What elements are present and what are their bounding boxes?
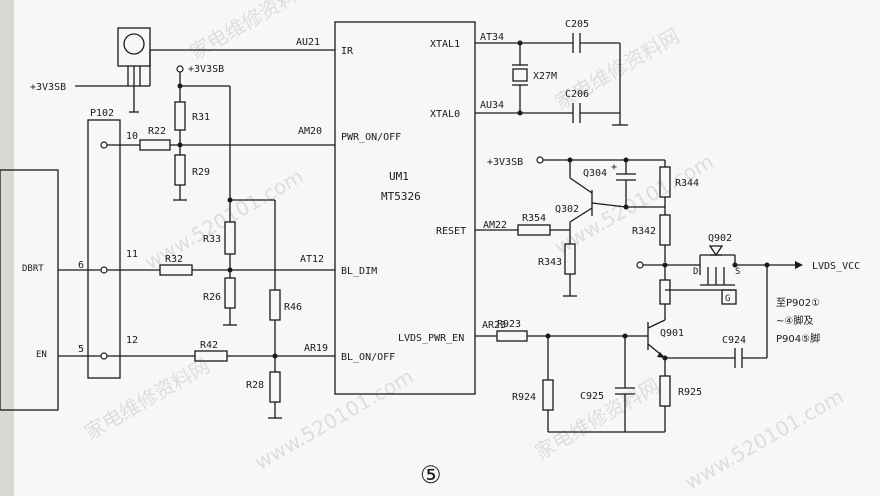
- ic-um1: UM1 MT5326 IR PWR_ON/OFF BL_DIM BL_ON/OF…: [334, 21, 476, 395]
- resistor-r26: [224, 277, 236, 309]
- r32-label: R32: [165, 254, 183, 265]
- ic-ref: UM1: [389, 170, 409, 183]
- net-am22: AM22: [483, 220, 507, 231]
- c-plus: +: [611, 162, 617, 173]
- resistor-r354: [517, 224, 551, 236]
- net-at34: AT34: [480, 32, 504, 43]
- reset-section: +3V3SB + Q304 R344 R342 Q302 AM22 R354 R…: [475, 156, 699, 297]
- ir-receiver: +3V3SB AU21: [30, 27, 335, 113]
- page-shadow: [0, 0, 14, 496]
- watermark-text: www.520101.com: [681, 384, 848, 494]
- resistor-r46: [269, 289, 281, 321]
- watermark-text: 家电维修资料网: [186, 0, 319, 64]
- r42-label: R42: [200, 340, 218, 351]
- source-label: S: [735, 267, 740, 277]
- pin-11-label: 11: [126, 249, 138, 260]
- left-board: DBRT EN: [0, 169, 59, 411]
- crystal-x27m: [512, 68, 528, 82]
- pin-10-label: 10: [126, 131, 138, 142]
- drain-label: D: [693, 267, 698, 277]
- watermark-text: 家电维修资料网: [551, 24, 684, 115]
- note-line-2: ~④脚及: [776, 314, 813, 327]
- connector-ref: P102: [90, 108, 114, 119]
- r343-label: R343: [538, 257, 562, 268]
- pin-reset: RESET: [436, 226, 466, 237]
- r924-label: R924: [512, 392, 536, 403]
- gate-label: G: [725, 294, 730, 304]
- q304-label: Q304: [583, 168, 607, 179]
- watermark-text: www.520101.com: [251, 364, 418, 474]
- net-ar19: AR19: [304, 343, 328, 354]
- resistor-r29: [174, 154, 186, 186]
- q901-driver: AR23 R923 Q901 C924 R924 C925 R925: [475, 319, 767, 433]
- pin-bl-dim: BL_DIM: [341, 266, 377, 277]
- c206-label: C206: [565, 89, 589, 100]
- pin-xtal1: XTAL1: [430, 39, 460, 50]
- resistor-r22: [139, 139, 171, 151]
- lvds-power-switch: D Q902 S LVDS_VCC G: [636, 233, 860, 358]
- r31-label: R31: [192, 112, 210, 123]
- resistor-r28: [269, 371, 281, 403]
- c924-label: C924: [722, 335, 746, 346]
- figure-number: ⑤: [420, 461, 442, 489]
- resistor-r342: [659, 214, 671, 246]
- pin-pwr: PWR_ON/OFF: [341, 132, 401, 143]
- bl-network: R33 R32 R26 AT12 R46 R42 R28 AR19: [107, 197, 335, 419]
- pin-ir: IR: [341, 46, 354, 57]
- net-lvds-vcc: LVDS_VCC: [812, 261, 860, 272]
- pin-6-label: 6: [78, 260, 84, 271]
- x27m-label: X27M: [533, 71, 557, 82]
- resistor-r924: [542, 379, 554, 411]
- pin-xtal0: XTAL0: [430, 109, 460, 120]
- net-ar23: AR23: [482, 320, 506, 331]
- net-am20: AM20: [298, 126, 322, 137]
- pin-5-label: 5: [78, 344, 84, 355]
- reset-supply-label: +3V3SB: [487, 157, 523, 168]
- r342-label: R342: [632, 226, 656, 237]
- watermark-text: 家电维修资料网: [531, 374, 664, 465]
- net-au21: AU21: [296, 37, 320, 48]
- r925-label: R925: [678, 387, 702, 398]
- c925-label: C925: [580, 391, 604, 402]
- crystal-section: AT34 C205 X27M AU34 C206: [475, 19, 628, 126]
- r26-label: R26: [203, 292, 221, 303]
- r344-label: R344: [675, 178, 699, 189]
- note-line-1: 至P902①: [776, 297, 820, 309]
- c205-label: C205: [565, 19, 589, 30]
- r28-label: R28: [246, 380, 264, 391]
- ir-supply-label: +3V3SB: [30, 82, 66, 93]
- resistor-gate-pullup: [659, 279, 671, 305]
- left-label-en: EN: [36, 350, 47, 360]
- net-at12: AT12: [300, 254, 324, 265]
- pin-bl-on: BL_ON/OFF: [341, 352, 395, 363]
- resistor-r923: [496, 330, 528, 342]
- left-label-dbrt: DBRT: [22, 264, 44, 274]
- ic-part: MT5326: [381, 190, 421, 203]
- watermark-text: 家电维修资料网: [81, 354, 214, 445]
- pin-lvds-en: LVDS_PWR_EN: [398, 333, 464, 344]
- connector-p102: P102 10 11 12 6 5: [58, 108, 138, 379]
- net-au34: AU34: [480, 100, 504, 111]
- note: 至P902① ~④脚及 P904⑤脚: [776, 297, 820, 345]
- q902-label: Q902: [708, 233, 732, 244]
- pin-12-label: 12: [126, 335, 138, 346]
- r33-label: R33: [203, 234, 221, 245]
- r923-label: R923: [497, 319, 521, 330]
- rail-label: +3V3SB: [188, 64, 224, 75]
- r22-label: R22: [148, 126, 166, 137]
- r46-label: R46: [284, 302, 302, 313]
- pwr-network: R31 R22 R29 AM20: [107, 86, 335, 201]
- note-line-3: P904⑤脚: [776, 332, 820, 345]
- r354-label: R354: [522, 213, 546, 224]
- r29-label: R29: [192, 167, 210, 178]
- q901-label: Q901: [660, 328, 684, 339]
- resistor-r31: [174, 101, 186, 131]
- gate-box: [721, 289, 737, 305]
- q302-label: Q302: [555, 204, 579, 215]
